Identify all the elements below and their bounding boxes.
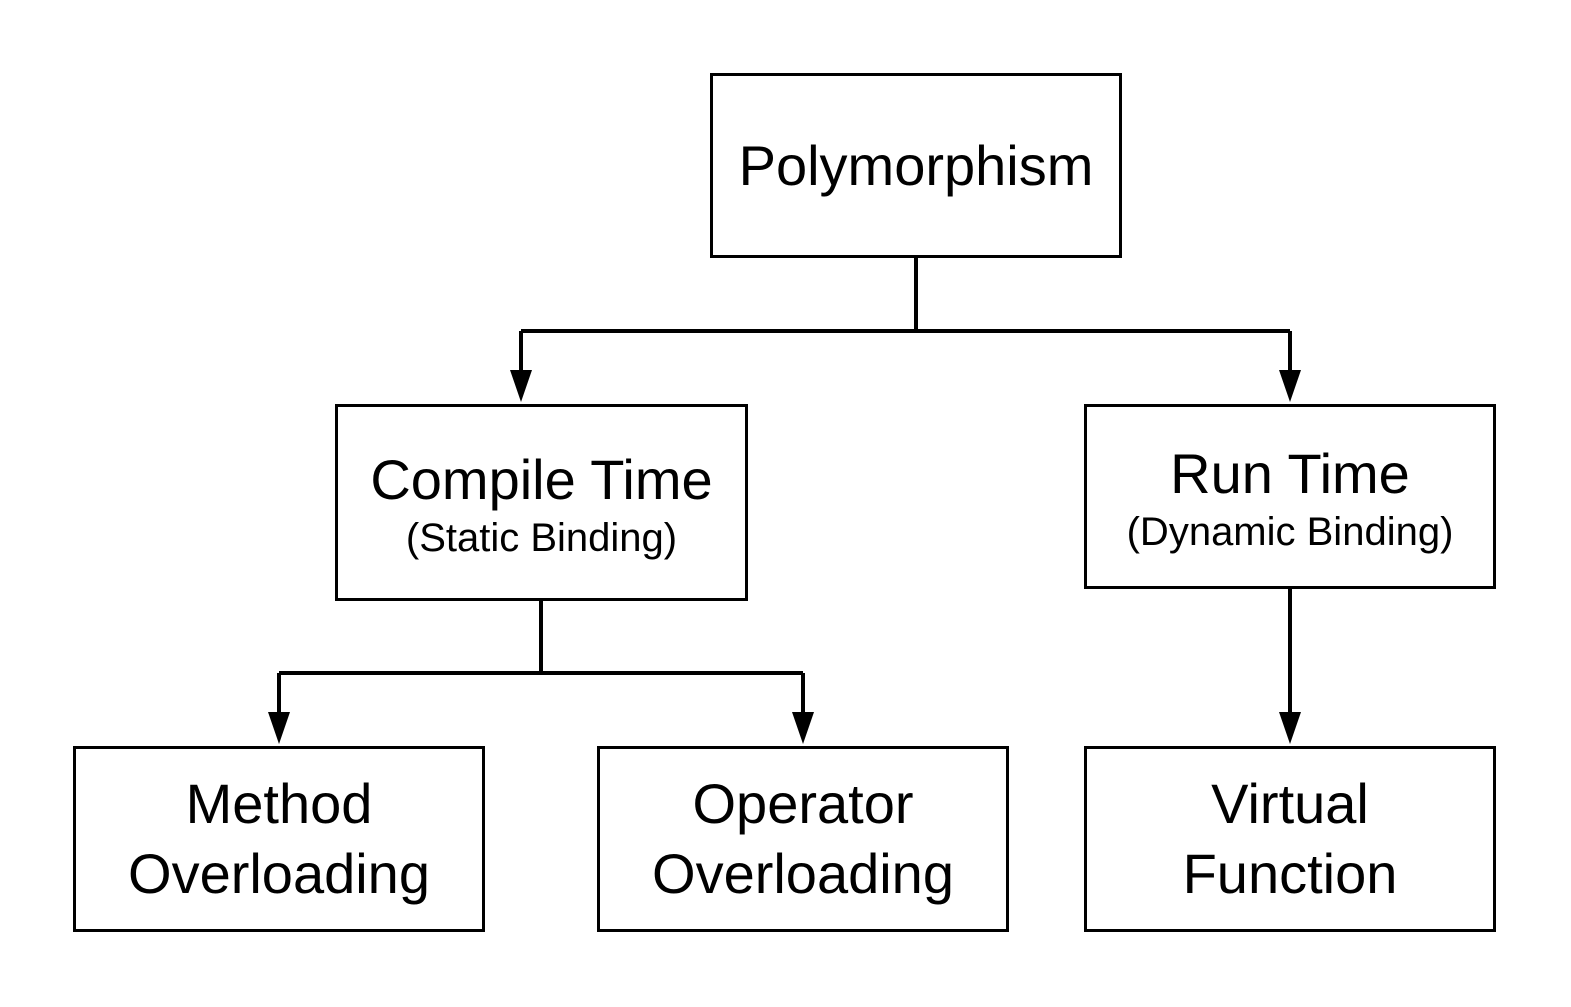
method-overloading-line1: Method (185, 772, 373, 835)
method-overloading-node: Method Overloading (73, 746, 485, 932)
virtual-function-node: Virtual Function (1084, 746, 1496, 932)
operator-overloading-node: Operator Overloading (597, 746, 1009, 932)
polymorphism-label: Polymorphism (738, 133, 1094, 197)
arrowhead-to-virtual-function (1279, 712, 1301, 744)
root-connector (519, 258, 1292, 378)
arrowhead-to-compile-time (510, 370, 532, 402)
run-time-label: Run Time (1170, 441, 1410, 505)
arrowhead-to-method-overloading (268, 712, 290, 744)
operator-overloading-line2: Overloading (652, 842, 954, 905)
virtual-function-line1: Virtual (1211, 772, 1369, 835)
virtual-function-line2: Function (1182, 842, 1398, 905)
run-time-node: Run Time (Dynamic Binding) (1084, 404, 1496, 589)
arrowhead-to-operator-overloading (792, 712, 814, 744)
operator-overloading-line1: Operator (692, 772, 914, 835)
dynamic-binding-label: (Dynamic Binding) (1126, 509, 1454, 554)
static-binding-label: (Static Binding) (405, 515, 678, 560)
arrowhead-to-run-time (1279, 370, 1301, 402)
method-overloading-line2: Overloading (128, 842, 430, 905)
compile-time-node: Compile Time (Static Binding) (335, 404, 748, 601)
compile-time-connector (277, 601, 805, 720)
compile-time-label: Compile Time (370, 447, 713, 511)
polymorphism-node: Polymorphism (710, 73, 1122, 258)
